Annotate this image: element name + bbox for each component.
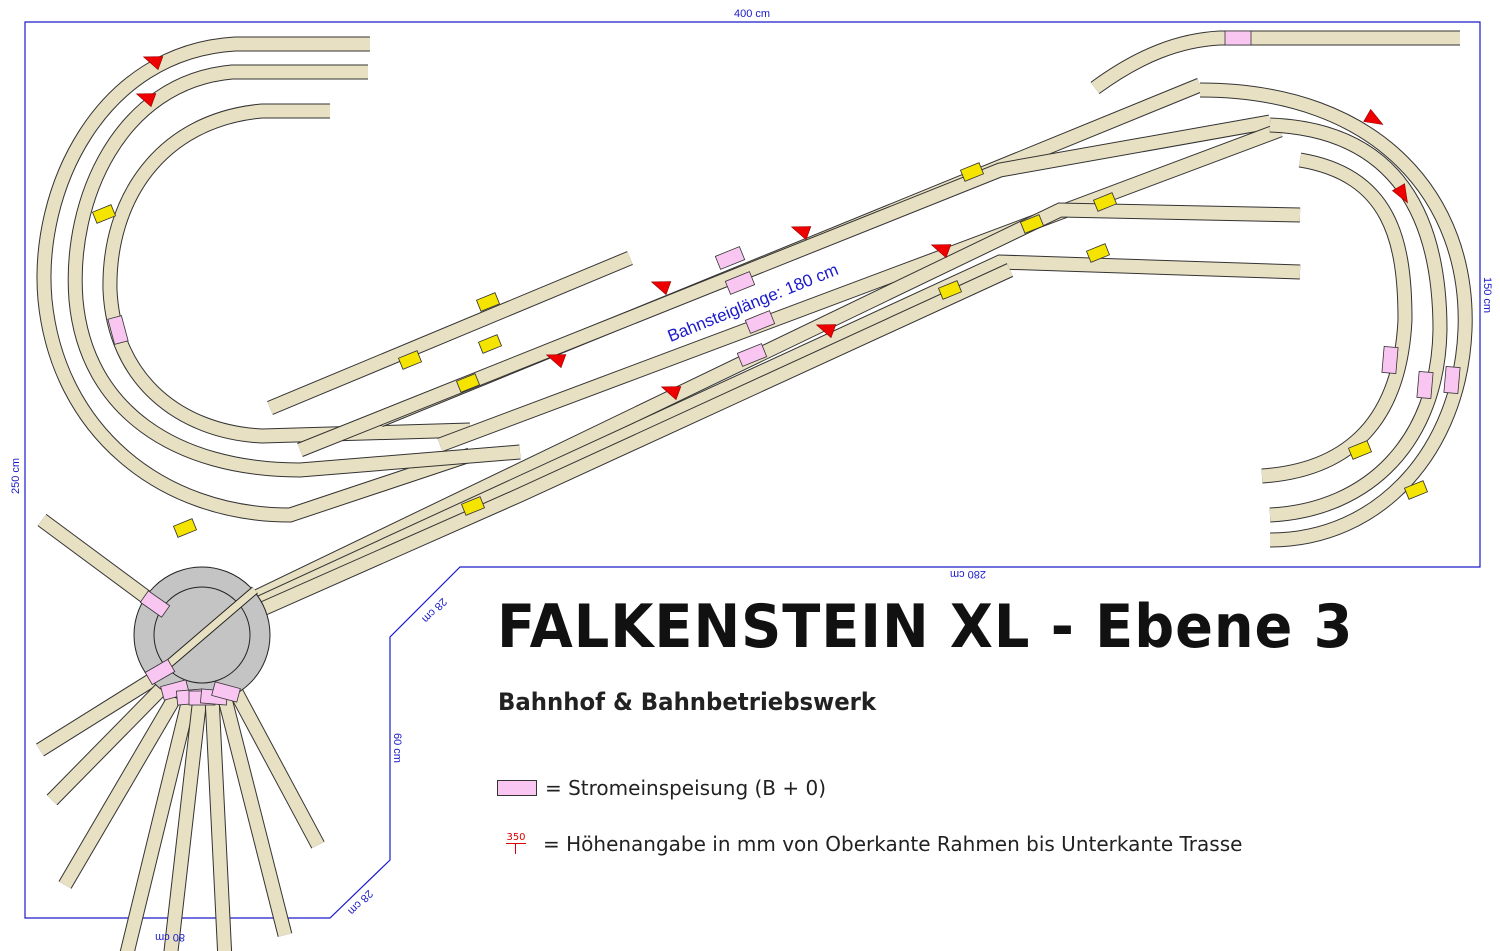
direction-arrow-icon — [815, 324, 837, 339]
track-bed — [120, 693, 197, 951]
signal-icon[interactable] — [455, 373, 481, 393]
signal-icon[interactable] — [91, 204, 117, 224]
track-bed — [47, 680, 170, 805]
signal-icon[interactable] — [172, 518, 198, 538]
power-feed-layer — [107, 30, 1461, 706]
signal-icon[interactable] — [1085, 243, 1111, 263]
signal-layer — [91, 162, 1429, 538]
track-bed — [437, 123, 1283, 452]
dim-inner-vertical: 60 cm — [391, 733, 403, 763]
power-feed-segment — [1416, 371, 1434, 399]
legend-power-feed: = Stromeinspeisung (B + 0) — [497, 776, 826, 800]
dim-diag-upper: 28 cm — [419, 595, 449, 625]
direction-arrow-icon — [135, 93, 157, 108]
track-bed — [1199, 83, 1472, 547]
track-outline — [1199, 82, 1473, 548]
legend-height-label: = Höhenangabe in mm von Oberkante Rahmen… — [543, 832, 1243, 856]
signal-icon[interactable] — [1403, 480, 1429, 500]
direction-arrow-icon — [545, 354, 567, 369]
track-bed — [297, 115, 1272, 457]
signal-icon[interactable] — [397, 350, 423, 370]
power-feed-segment — [107, 315, 129, 345]
direction-arrow-layer — [135, 56, 1408, 401]
direction-arrow-icon — [142, 56, 164, 71]
power-feed-swatch — [497, 780, 537, 796]
dim-left: 250 cm — [10, 458, 22, 494]
direction-arrow-icon — [650, 281, 672, 296]
track-bed — [1261, 153, 1412, 483]
track-bed — [164, 696, 207, 951]
track-bed — [1091, 31, 1460, 94]
track-outline — [1090, 30, 1460, 95]
track-bed — [247, 203, 1301, 606]
power-feed-segment — [724, 271, 756, 295]
power-feed-segment — [1443, 366, 1461, 394]
power-feed-segment — [211, 681, 241, 703]
track-bed — [68, 65, 521, 477]
power-feed-segment — [1381, 346, 1399, 374]
track-bed — [1269, 118, 1447, 522]
page-subtitle: Bahnhof & Bahnbetriebswerk — [498, 688, 877, 716]
direction-arrow-icon — [1391, 183, 1408, 204]
dim-top: 400 cm — [734, 8, 770, 20]
track-layer — [36, 30, 1473, 951]
track-bed — [237, 255, 1301, 618]
dim-right: 150 cm — [1481, 277, 1493, 313]
board-outline — [24, 21, 1481, 919]
legend-height: 350 = Höhenangabe in mm von Oberkante Ra… — [497, 832, 1242, 856]
dim-bottom: 80 cm — [155, 931, 185, 943]
height-marker-value: 350 — [506, 832, 526, 844]
signal-icon[interactable] — [1347, 440, 1373, 460]
signal-icon[interactable] — [475, 292, 501, 312]
track-bed — [38, 514, 154, 606]
track-bed — [257, 264, 1013, 616]
direction-arrow-icon — [660, 386, 682, 401]
power-feed-segment — [714, 246, 746, 270]
signal-icon[interactable] — [959, 162, 985, 182]
dim-inner-top: 280 cm — [950, 568, 986, 580]
signal-icon[interactable] — [937, 280, 963, 300]
power-feed-segment — [744, 310, 776, 334]
power-feed-segment — [144, 658, 176, 686]
height-marker-icon: 350 — [497, 832, 535, 856]
signal-icon[interactable] — [1092, 192, 1118, 212]
track-bed — [36, 669, 164, 756]
track-bed — [59, 688, 184, 889]
direction-arrow-icon — [1363, 108, 1384, 125]
power-feed-segment — [139, 590, 171, 618]
track-bed — [230, 688, 324, 849]
track-bed — [267, 252, 633, 414]
track-outline — [67, 64, 521, 478]
signal-icon[interactable] — [1019, 214, 1045, 234]
track-bed — [103, 104, 471, 443]
signal-icon[interactable] — [477, 334, 503, 354]
track-bed — [205, 696, 232, 951]
dim-diag-lower: 28 cm — [345, 887, 375, 917]
track-bed — [217, 693, 292, 937]
power-feed-segment — [736, 343, 768, 367]
track-bed — [37, 37, 473, 522]
page-title: FALKENSTEIN XL - Ebene 3 — [497, 592, 1354, 662]
direction-arrow-icon — [790, 226, 812, 241]
direction-arrow-icon — [930, 244, 952, 259]
power-feed-segment — [1224, 30, 1252, 46]
signal-icon[interactable] — [460, 496, 486, 516]
legend-power-feed-label: = Stromeinspeisung (B + 0) — [545, 776, 827, 800]
